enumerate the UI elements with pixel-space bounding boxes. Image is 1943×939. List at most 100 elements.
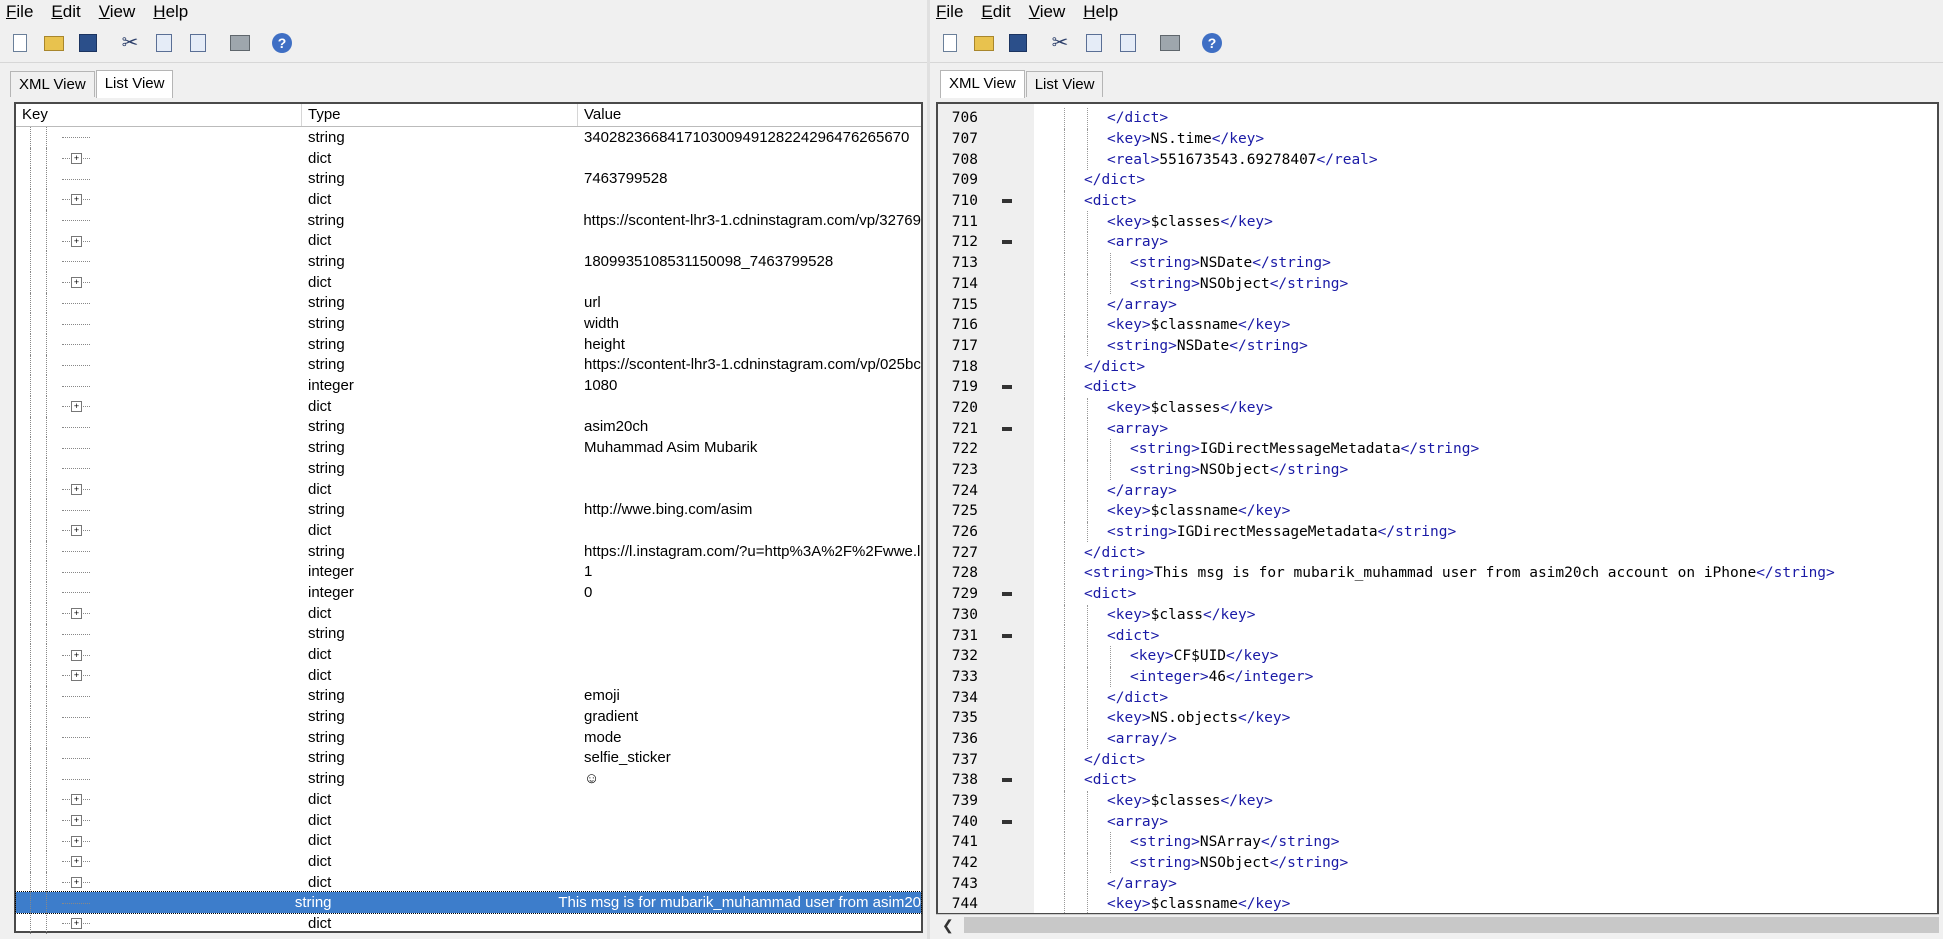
save-icon[interactable]: [76, 31, 100, 55]
menu-file[interactable]: File: [936, 2, 964, 21]
menu-help[interactable]: Help: [1083, 2, 1119, 21]
list-row[interactable]: +dict: [16, 478, 921, 500]
save-icon[interactable]: [1006, 31, 1030, 55]
cut-icon[interactable]: ✂: [121, 32, 139, 54]
collapse-icon[interactable]: [1002, 240, 1012, 245]
paste-icon[interactable]: [186, 31, 210, 55]
list-row[interactable]: +dict: [16, 851, 921, 872]
expand-plus-icon[interactable]: +: [71, 649, 82, 661]
list-row[interactable]: +dict: [16, 871, 921, 893]
open-folder-icon[interactable]: [972, 31, 996, 55]
expand-plus-icon[interactable]: +: [71, 815, 82, 827]
copy-icon[interactable]: [152, 31, 176, 55]
expand-plus-icon[interactable]: +: [71, 277, 82, 289]
list-row[interactable]: +dict: [16, 189, 921, 210]
list-row[interactable]: +dict: [16, 789, 921, 810]
cut-icon[interactable]: ✂: [1051, 32, 1069, 54]
list-row[interactable]: +dict: [16, 602, 921, 624]
help-icon[interactable]: ?: [1200, 31, 1224, 55]
column-header-key[interactable]: Key: [16, 104, 302, 126]
list-row[interactable]: +dict: [16, 644, 921, 665]
list-row[interactable]: +dict: [16, 147, 921, 169]
collapse-icon[interactable]: [1002, 592, 1012, 597]
expand-plus-icon[interactable]: +: [71, 194, 82, 206]
expand-plus-icon[interactable]: +: [71, 401, 82, 413]
paste-icon[interactable]: [1116, 31, 1140, 55]
line-number: 706: [951, 110, 978, 127]
new-file-icon[interactable]: [8, 31, 32, 55]
scrollbar-thumb[interactable]: [964, 917, 1939, 933]
list-row[interactable]: +dict: [16, 230, 921, 252]
expand-plus-icon[interactable]: +: [71, 235, 82, 247]
tab-xml-view[interactable]: XML View: [940, 70, 1025, 98]
menu-help[interactable]: Help: [153, 2, 189, 21]
open-folder-icon[interactable]: [42, 31, 66, 55]
expand-plus-icon[interactable]: +: [71, 153, 82, 165]
tab-list-view[interactable]: List View: [1025, 71, 1104, 97]
expand-plus-icon[interactable]: +: [71, 670, 82, 682]
tab-list-view[interactable]: List View: [95, 70, 174, 98]
tab-xml-view[interactable]: XML View: [10, 71, 95, 97]
expand-plus-icon[interactable]: +: [71, 835, 82, 847]
expand-plus-icon[interactable]: +: [71, 918, 82, 930]
list-row[interactable]: +dict: [16, 395, 921, 417]
xml-view-panel[interactable]: 706</dict>707<key>NS.time</key>708<real>…: [936, 102, 1939, 915]
menu-view[interactable]: View: [1028, 2, 1066, 21]
list-row[interactable]: +dict: [16, 520, 921, 541]
collapse-icon[interactable]: [1002, 385, 1012, 390]
horizontal-scrollbar[interactable]: ❮: [936, 914, 1939, 935]
list-row[interactable]: string: [16, 458, 921, 479]
scroll-left-icon[interactable]: ❮: [942, 917, 954, 933]
list-row[interactable]: +dict: [16, 809, 921, 831]
collapse-icon[interactable]: [1002, 426, 1012, 431]
menu-view[interactable]: View: [98, 2, 136, 21]
expand-plus-icon[interactable]: +: [71, 525, 82, 537]
expand-plus-icon[interactable]: +: [71, 484, 82, 496]
new-file-icon[interactable]: [938, 31, 962, 55]
menu-file[interactable]: File: [6, 2, 34, 21]
column-header-type[interactable]: Type: [302, 104, 578, 126]
menu-edit[interactable]: Edit: [51, 2, 81, 21]
list-row[interactable]: +dict: [16, 913, 921, 934]
list-row[interactable]: string: [16, 623, 921, 645]
expand-plus-icon[interactable]: +: [71, 794, 82, 806]
expand-plus-icon[interactable]: +: [71, 856, 82, 868]
column-header-value[interactable]: Value: [584, 106, 622, 123]
expand-plus-icon[interactable]: +: [71, 877, 82, 889]
collapse-icon[interactable]: [1002, 199, 1012, 204]
print-icon[interactable]: [228, 31, 252, 55]
print-icon[interactable]: [1158, 31, 1182, 55]
collapse-icon[interactable]: [1002, 778, 1012, 783]
indent-guide: [1064, 604, 1065, 626]
help-icon[interactable]: ?: [270, 31, 294, 55]
collapse-icon[interactable]: [1002, 633, 1012, 638]
menu-edit[interactable]: Edit: [981, 2, 1011, 21]
expand-plus-icon[interactable]: +: [71, 608, 82, 620]
copy-icon[interactable]: [1082, 31, 1106, 55]
list-row[interactable]: +dict: [16, 830, 921, 852]
list-row[interactable]: +dict: [16, 664, 921, 686]
collapse-icon[interactable]: [1002, 819, 1012, 824]
list-row[interactable]: +dict: [16, 271, 921, 293]
list-row[interactable]: string☺: [16, 768, 921, 789]
